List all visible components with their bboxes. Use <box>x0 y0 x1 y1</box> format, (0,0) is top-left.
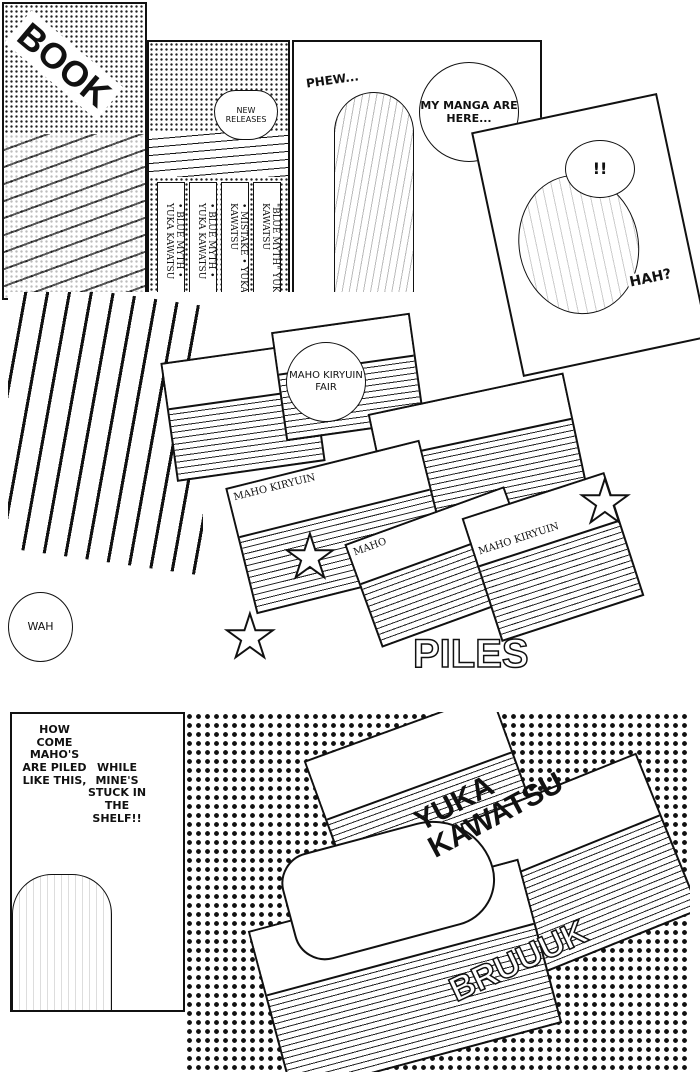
book-spine: • BLUE MYTH • YUKA KAWATSU <box>189 182 217 300</box>
panel-complaint: HOW COME MAHO'S ARE PILED LIKE THIS, WHI… <box>10 712 185 1012</box>
girl-figure <box>334 92 414 300</box>
exclamation-bubble: !! <box>565 140 635 198</box>
caption-while-mine: WHILE MINE'S STUCK IN THE SHELF!! <box>87 761 147 825</box>
star-icon: ★ <box>282 522 338 592</box>
panel-bookshelf: NEW RELEASES • BLUE MYTH • YUKA KAWATSU … <box>147 40 290 302</box>
fair-sign: MAHO KIRYUIN FAIR <box>286 342 366 422</box>
wah-bubble: WAH <box>8 592 73 662</box>
caption-how-come: HOW COME MAHO'S ARE PILED LIKE THIS, <box>22 723 87 787</box>
phew-sfx: PHEW... <box>305 69 360 91</box>
piles-sfx: PILES <box>412 631 529 677</box>
book-spine: • BLUE MYTH • YUKA KAWATSU <box>157 182 185 300</box>
new-releases-heart: NEW RELEASES <box>214 90 278 140</box>
brick-wall <box>4 134 145 298</box>
star-icon: ★ <box>577 467 633 537</box>
book-spine: "BLUE MYTH" YUKA KAWATSU <box>253 182 281 300</box>
book-sign: BOOK <box>4 10 124 120</box>
shelf-board <box>149 132 288 177</box>
book-spine: • MISTAKE • YUKA KAWATSU <box>221 182 249 300</box>
panel-book-sign: BOOK <box>2 2 147 300</box>
panel-hand-on-books: YUKA KAWATSU BRUUUK <box>185 712 690 1072</box>
star-icon: ★ <box>222 602 278 672</box>
girl-small <box>12 874 112 1010</box>
